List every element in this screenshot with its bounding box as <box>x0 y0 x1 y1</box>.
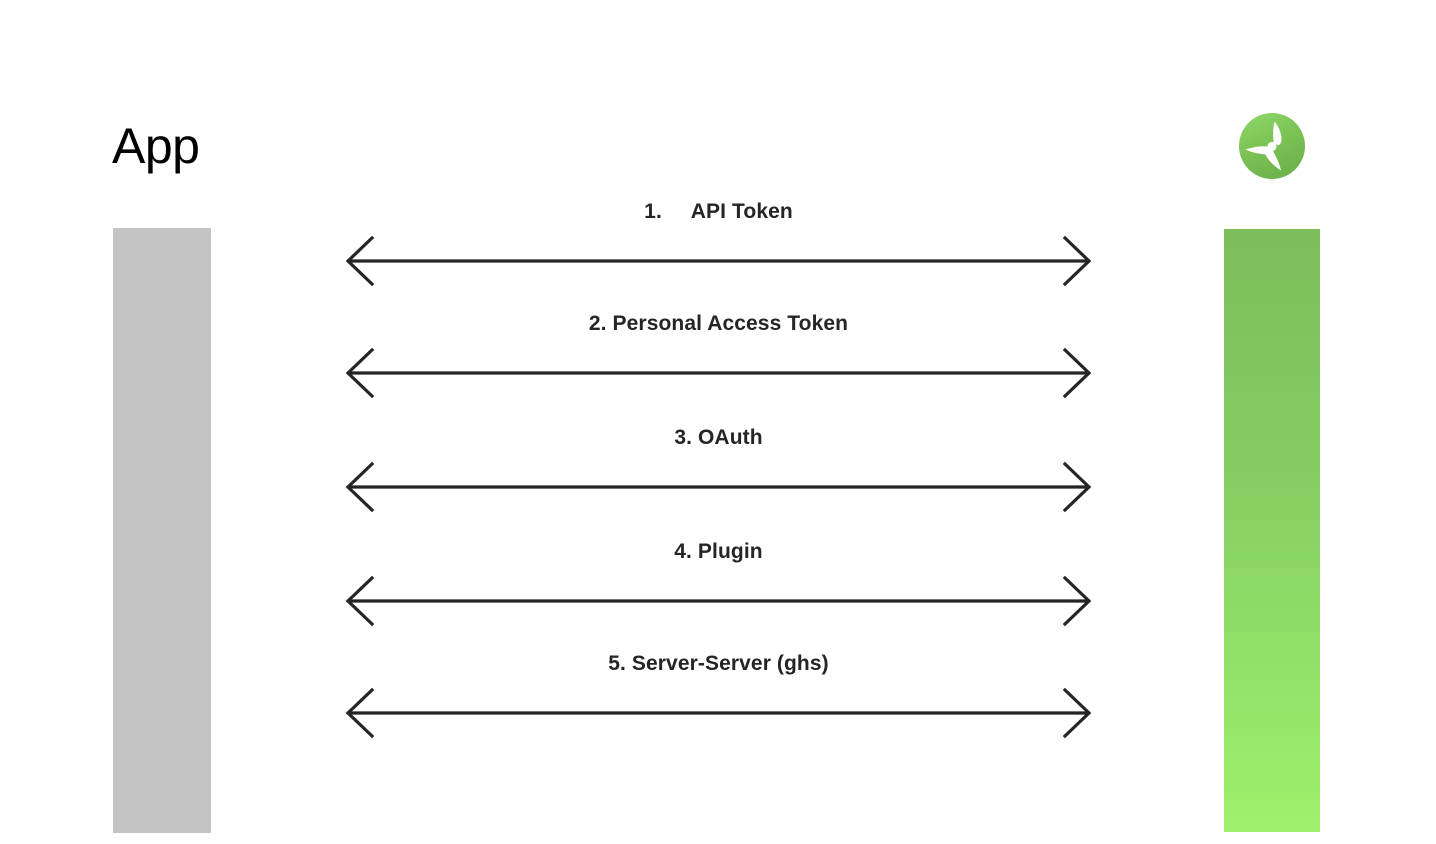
message-label: 3. OAuth <box>674 426 763 449</box>
bidirectional-arrow-icon <box>340 684 1097 742</box>
lifeline-app <box>113 228 211 833</box>
message-label: 1. API Token <box>644 200 793 223</box>
message-row: 3. OAuth <box>340 426 1097 518</box>
bidirectional-arrow-icon <box>340 232 1097 290</box>
bidirectional-arrow-icon <box>340 458 1097 516</box>
propeller-logo-icon <box>1238 112 1306 180</box>
message-row: 2. Personal Access Token <box>340 312 1097 404</box>
page-title: App <box>112 118 200 174</box>
message-row: 1. API Token <box>340 200 1097 292</box>
message-label: 2. Personal Access Token <box>588 312 849 335</box>
message-row: 4. Plugin <box>340 540 1097 632</box>
bidirectional-arrow-icon <box>340 572 1097 630</box>
lifeline-service <box>1224 229 1320 832</box>
message-row: 5. Server-Server (ghs) <box>340 652 1097 744</box>
message-label: 5. Server-Server (ghs) <box>608 652 829 675</box>
bidirectional-arrow-icon <box>340 344 1097 402</box>
message-label: 4. Plugin <box>674 540 763 563</box>
